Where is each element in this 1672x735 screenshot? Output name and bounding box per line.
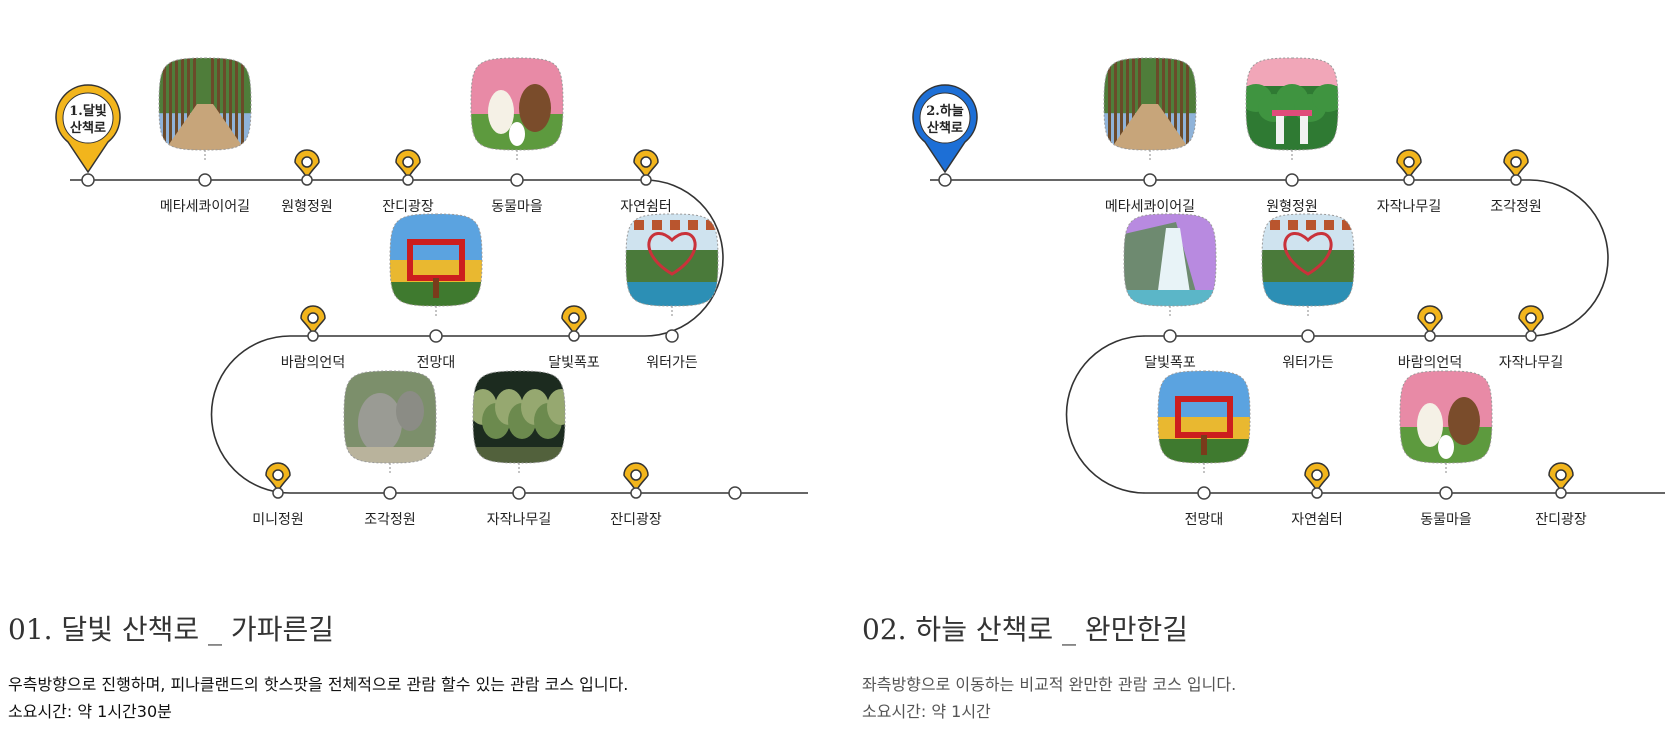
course-2-stop-3-2-label: 자연쉼터 bbox=[1291, 512, 1343, 528]
course-2-stop-2-1-node bbox=[1163, 329, 1177, 343]
course-1-stop-3-1-label: 미니정원 bbox=[252, 512, 304, 528]
course-2-stop-1-1-label: 메타세콰이어길 bbox=[1105, 199, 1195, 215]
course-1-stop-3-2-node bbox=[383, 486, 397, 500]
course-1-stop-1-1-label: 메타세콰이어길 bbox=[160, 199, 250, 215]
course-1-stop-2-4-photo bbox=[626, 214, 718, 306]
course-2-stop-1-4-label: 조각정원 bbox=[1490, 199, 1542, 215]
course-2-description: 좌측방향으로 이동하는 비교적 완만한 관람 코스 입니다. bbox=[862, 675, 1237, 694]
course-2-stop-3-4-label: 잔디광장 bbox=[1535, 512, 1587, 528]
course-2-stop-2-1-label: 달빛폭포 bbox=[1144, 355, 1196, 371]
course-2-stop-3-1-photo bbox=[1158, 371, 1250, 463]
course-1-stop-1-2-pin-icon bbox=[294, 149, 320, 186]
course-2-stop-3-1-label: 전망대 bbox=[1185, 512, 1224, 528]
course-2-stop-1-2-photo bbox=[1246, 58, 1338, 150]
course-1-info: 우측방향으로 진행하며, 피나클랜드의 핫스팟을 전체적으로 관람 할수 있는 … bbox=[8, 671, 628, 725]
course-1-stop-3-1-pin-icon bbox=[265, 462, 291, 499]
course-2-stop-2-1-photo bbox=[1124, 214, 1216, 306]
course-2-title: 02. 하늘 산책로 _ 완만한길 bbox=[862, 613, 1188, 646]
course-2-stop-2-4-pin-icon bbox=[1518, 305, 1544, 342]
course-2-route-line bbox=[930, 179, 1665, 494]
course-2-stop-2-2-photo bbox=[1262, 214, 1354, 306]
course-2-stop-2-3-pin-icon bbox=[1417, 305, 1443, 342]
course-2-stop-3-4-pin-icon bbox=[1548, 462, 1574, 499]
course-2-stop-2-2-node bbox=[1301, 329, 1315, 343]
course-1-start-marker-line2: 산책로 bbox=[70, 120, 106, 136]
course-1-stop-3-4-pin-icon bbox=[623, 462, 649, 499]
course-1-stop-2-2-node bbox=[429, 329, 443, 343]
course-1-description: 우측방향으로 진행하며, 피나클랜드의 핫스팟을 전체적으로 관람 할수 있는 … bbox=[8, 675, 629, 694]
course-1-stop-1-3-label: 잔디광장 bbox=[382, 199, 434, 215]
course-1-stop-2-3-label: 달빛폭포 bbox=[548, 355, 600, 371]
course-1-stop-3-4-label: 잔디광장 bbox=[610, 512, 662, 528]
course-1-stop-1-3-pin-icon bbox=[395, 149, 421, 186]
course-1-stop-3-2-photo bbox=[344, 371, 436, 463]
course-2-stop-2-4-label: 자작나무길 bbox=[1499, 355, 1563, 371]
course-2-stop-3-3-label: 동물마을 bbox=[1420, 512, 1472, 528]
course-1-stop-1-5-pin-icon bbox=[633, 149, 659, 186]
course-1-route-end-node bbox=[728, 486, 742, 500]
course-1-stop-1-4-photo bbox=[471, 58, 563, 150]
course-1-start-marker-line1: 1.달빛 bbox=[69, 104, 107, 119]
course-1-stop-2-1-pin-icon bbox=[300, 305, 326, 342]
course-1-stop-2-2-label: 전망대 bbox=[417, 355, 456, 371]
course-1-stop-1-4-node bbox=[510, 173, 524, 187]
course-1-stop-3-3-label: 자작나무길 bbox=[487, 512, 551, 528]
course-1-stop-1-1-photo bbox=[159, 58, 251, 150]
course-1-stop-1-4-label: 동물마을 bbox=[491, 199, 543, 215]
course-1-stop-2-4-node bbox=[665, 329, 679, 343]
course-2-stop-3-2-pin-icon bbox=[1304, 462, 1330, 499]
course-1-stop-1-5-label: 자연쉼터 bbox=[620, 199, 672, 215]
course-2-info: 좌측방향으로 이동하는 비교적 완만한 관람 코스 입니다. 소요시간: 약 1… bbox=[862, 671, 1236, 725]
course-2-duration: 소요시간: 약 1시간 bbox=[862, 702, 991, 721]
course-2-stop-3-3-photo bbox=[1400, 371, 1492, 463]
course-2-stop-2-2-label: 워터가든 bbox=[1282, 355, 1334, 371]
course-2-start-marker-line2: 산책로 bbox=[927, 120, 963, 136]
course-1-stop-3-2-label: 조각정원 bbox=[364, 512, 416, 528]
course-1-stop-2-4-label: 워터가든 bbox=[646, 355, 698, 371]
course-1-stop-2-3-pin-icon bbox=[561, 305, 587, 342]
course-2-stop-1-4-pin-icon bbox=[1503, 149, 1529, 186]
course-1-stop-3-3-node bbox=[512, 486, 526, 500]
course-2-stop-1-1-node bbox=[1143, 173, 1157, 187]
course-2-stop-3-1-node bbox=[1197, 486, 1211, 500]
course-1-route-line bbox=[70, 179, 808, 494]
course-2-stop-1-2-node bbox=[1285, 173, 1299, 187]
course-2-stop-1-2-label: 원형정원 bbox=[1266, 199, 1318, 215]
course-2-stop-3-3-node bbox=[1439, 486, 1453, 500]
course-2-start-marker-line1: 2.하늘 bbox=[926, 103, 964, 119]
course-2-stop-1-3-pin-icon bbox=[1396, 149, 1422, 186]
course-2-stop-1-1-photo bbox=[1104, 58, 1196, 150]
course-1-stop-2-1-label: 바람의언덕 bbox=[281, 355, 345, 371]
course-2-stop-1-3-label: 자작나무길 bbox=[1377, 199, 1441, 215]
course-1-stop-1-2-label: 원형정원 bbox=[281, 199, 333, 215]
course-1-title: 01. 달빛 산책로 _ 가파른길 bbox=[8, 613, 334, 646]
course-1-duration: 소요시간: 약 1시간30분 bbox=[8, 702, 172, 721]
course-1-stop-3-3-photo bbox=[473, 371, 565, 463]
course-1-stop-1-1-node bbox=[198, 173, 212, 187]
course-1-stop-2-2-photo bbox=[390, 214, 482, 306]
course-2-stop-2-3-label: 바람의언덕 bbox=[1398, 355, 1462, 371]
